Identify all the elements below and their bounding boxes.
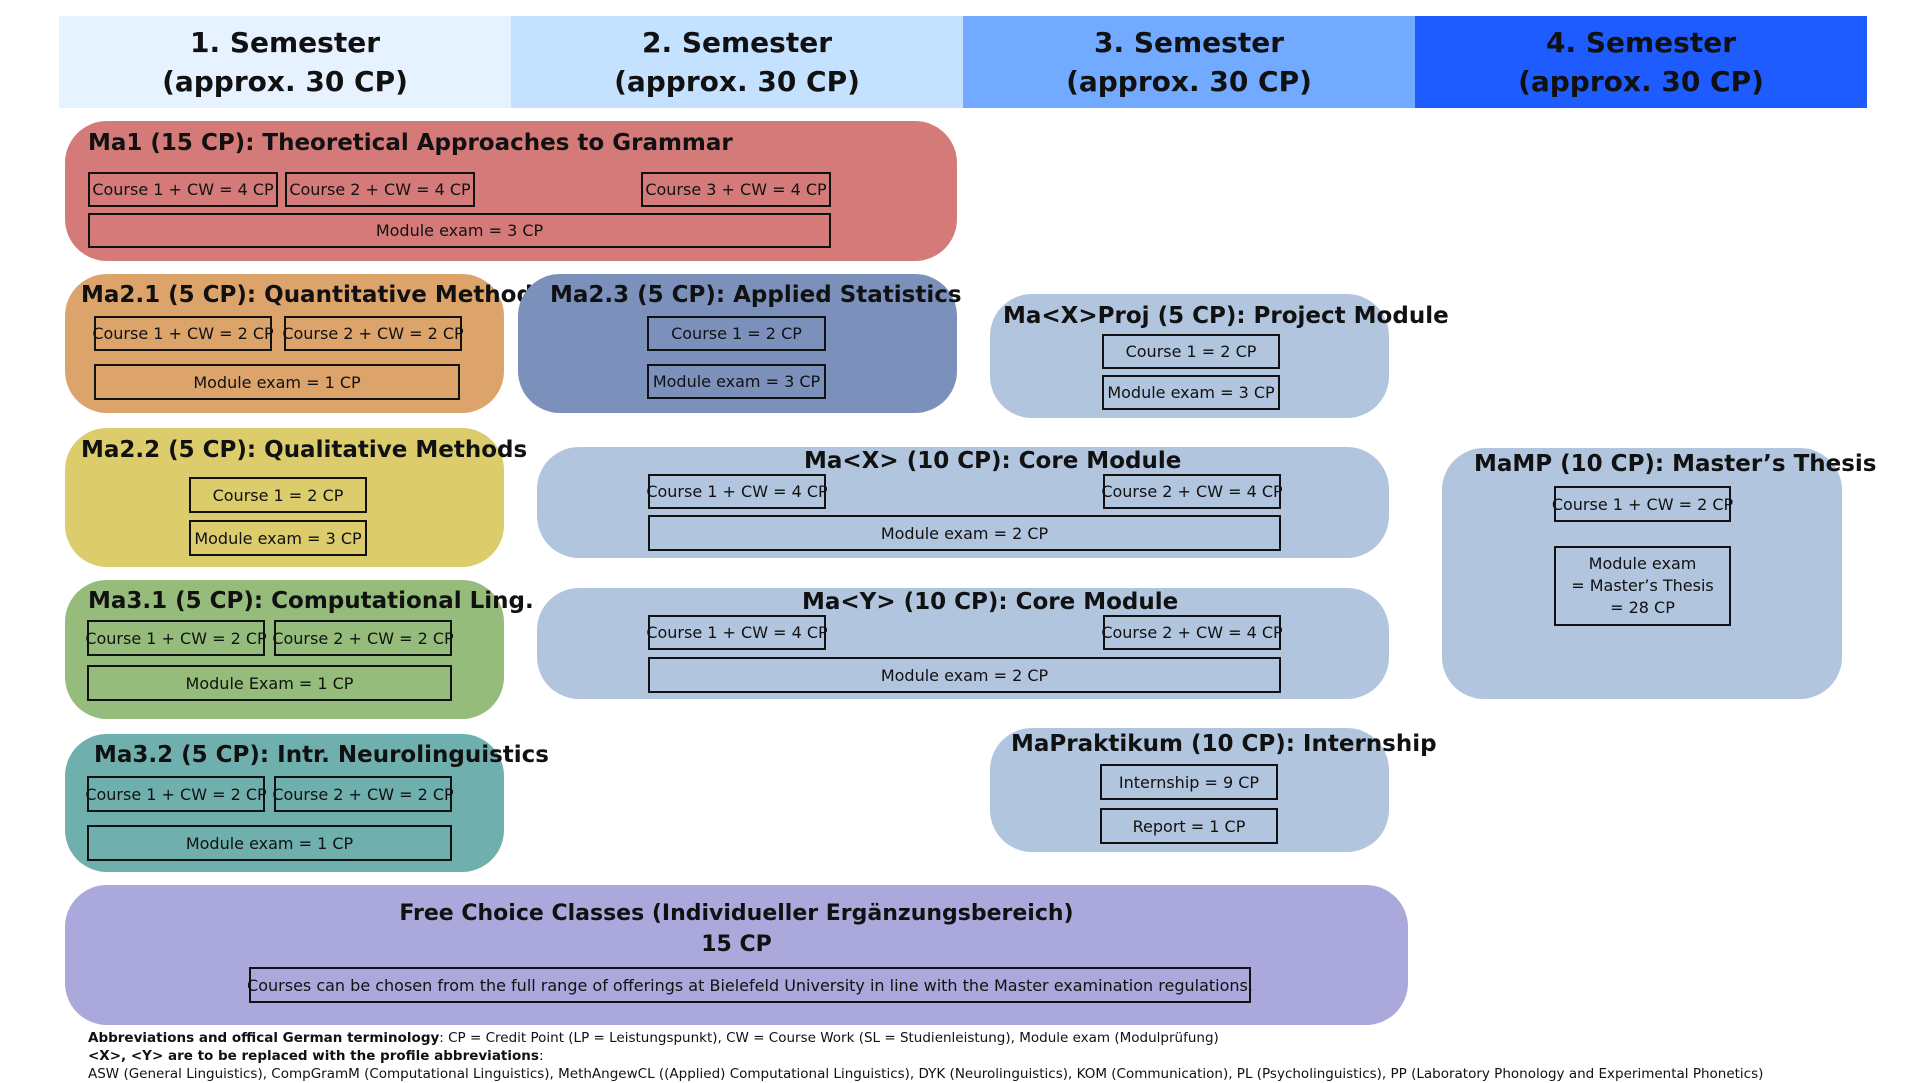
module-title: Ma3.1 (5 CP): Computational Ling.: [88, 588, 534, 614]
module-exam-box: Module exam = 3 CP: [189, 520, 367, 556]
module-ma2-2: Ma2.2 (5 CP): Qualitative Methods Course…: [65, 428, 527, 567]
course-box: Course 2 + CW = 4 CP: [1101, 474, 1283, 509]
module-exam-box: Module exam = 3 CP: [647, 364, 826, 399]
course-box: Course 1 + CW = 2 CP: [85, 620, 267, 656]
module-cp: 15 CP: [701, 932, 772, 957]
semester-title: 1. Semester: [189, 26, 381, 59]
course-box: Course 1 + CW = 2 CP: [92, 316, 274, 351]
module-title: Ma2.2 (5 CP): Qualitative Methods: [81, 437, 528, 463]
course-box: Course 1 = 2 CP: [1102, 334, 1280, 369]
module-internship: MaPraktikum (10 CP): Internship Internsh…: [990, 728, 1437, 852]
module-exam-box: Module exam = 3 CP: [1102, 375, 1280, 410]
exam-line: Module exam: [1588, 554, 1697, 573]
course-box: Course 2 + CW = 2 CP: [282, 316, 464, 351]
module-ma3-1: Ma3.1 (5 CP): Computational Ling. Course…: [65, 580, 534, 719]
course-box: Course 2 + CW = 4 CP: [285, 172, 475, 207]
module-exam-box: Module exam = 2 CP: [648, 657, 1281, 693]
footer-text: : CP = Credit Point (LP = Leistungspunkt…: [439, 1030, 1219, 1046]
semester-header-4: 4. Semester (approx. 30 CP): [1415, 16, 1867, 108]
footer-abbreviations: Abbreviations and offical German termino…: [88, 1029, 1219, 1047]
module-title: Ma2.1 (5 CP): Quantitative Methods: [81, 282, 547, 308]
module-ma3-2: Ma3.2 (5 CP): Intr. Neurolinguistics Cou…: [65, 734, 549, 872]
module-title: MaPraktikum (10 CP): Internship: [1011, 731, 1437, 757]
module-exam-box: Module Exam = 1 CP: [87, 665, 452, 701]
module-title: Ma1 (15 CP): Theoretical Approaches to G…: [88, 130, 733, 156]
exam-line: = Master’s Thesis: [1571, 576, 1714, 595]
semester-header-2: 2. Semester (approx. 30 CP): [511, 16, 963, 108]
course-box: Course 1 = 2 CP: [647, 316, 826, 351]
course-box: Course 3 + CW = 4 CP: [641, 172, 831, 207]
module-ma2-3: Ma2.3 (5 CP): Applied Statistics Course …: [518, 274, 962, 413]
module-title: Ma2.3 (5 CP): Applied Statistics: [550, 282, 962, 308]
course-box: Course 1 + CW = 4 CP: [88, 172, 278, 207]
semester-header-1: 1. Semester (approx. 30 CP): [59, 16, 511, 108]
course-box: Course 2 + CW = 2 CP: [272, 620, 454, 656]
internship-box: Internship = 9 CP: [1100, 764, 1278, 800]
course-box: Course 1 = 2 CP: [189, 477, 367, 513]
footer-label: <X>, <Y> are to be replaced with the pro…: [88, 1048, 539, 1064]
semester-cp: (approx. 30 CP): [1518, 65, 1764, 98]
footer-profile-note: <X>, <Y> are to be replaced with the pro…: [88, 1047, 544, 1065]
description-box: Courses can be chosen from the full rang…: [247, 967, 1253, 1003]
semester-header-3: 3. Semester (approx. 30 CP): [963, 16, 1415, 108]
course-box: Course 1 + CW = 4 CP: [646, 615, 828, 650]
semester-cp: (approx. 30 CP): [1066, 65, 1312, 98]
course-box: Course 2 + CW = 4 CP: [1101, 615, 1283, 650]
exam-line: = 28 CP: [1610, 598, 1675, 617]
module-title: Free Choice Classes (Individueller Ergän…: [399, 901, 1074, 926]
course-box: Course 1 + CW = 4 CP: [646, 474, 828, 509]
semester-title: 4. Semester: [1545, 26, 1737, 59]
footer-text: :: [538, 1048, 544, 1064]
module-title: Ma3.2 (5 CP): Intr. Neurolinguistics: [94, 742, 549, 768]
module-core-y: Ma<Y> (10 CP): Core Module Course 1 + CW…: [537, 588, 1389, 699]
module-exam-box: Module exam = 2 CP: [648, 515, 1281, 551]
semester-title: 3. Semester: [1093, 26, 1285, 59]
footer-profile-list: ASW (General Linguistics), CompGramM (Co…: [88, 1066, 1764, 1082]
footer-label: Abbreviations and offical German termino…: [88, 1030, 440, 1046]
module-exam-box: Module exam = 1 CP: [87, 825, 452, 861]
module-ma1: Ma1 (15 CP): Theoretical Approaches to G…: [65, 121, 957, 261]
module-project: Ma<X>Proj (5 CP): Project Module Course …: [990, 294, 1449, 418]
course-box: Course 1 + CW = 2 CP: [1552, 486, 1733, 522]
course-box: Course 2 + CW = 2 CP: [272, 776, 454, 812]
course-box: Course 1 + CW = 2 CP: [85, 776, 267, 812]
semester-title: 2. Semester: [641, 26, 833, 59]
report-box: Report = 1 CP: [1100, 808, 1278, 844]
module-title: Ma<X>Proj (5 CP): Project Module: [1003, 303, 1449, 329]
module-exam-box: Module exam = 1 CP: [94, 364, 460, 400]
module-title: MaMP (10 CP): Master’s Thesis: [1474, 451, 1877, 477]
module-title: Ma<Y> (10 CP): Core Module: [802, 589, 1179, 615]
module-free-choice: Free Choice Classes (Individueller Ergän…: [65, 885, 1408, 1025]
module-exam-box: Module exam = 3 CP: [88, 213, 831, 248]
module-masters-thesis: MaMP (10 CP): Master’s Thesis Course 1 +…: [1442, 448, 1877, 699]
module-ma2-1: Ma2.1 (5 CP): Quantitative Methods Cours…: [65, 274, 547, 413]
module-exam-box: Module exam = Master’s Thesis = 28 CP: [1554, 546, 1731, 626]
semester-cp: (approx. 30 CP): [162, 65, 408, 98]
module-core-x: Ma<X> (10 CP): Core Module Course 1 + CW…: [537, 447, 1389, 558]
semester-cp: (approx. 30 CP): [614, 65, 860, 98]
module-title: Ma<X> (10 CP): Core Module: [804, 448, 1182, 474]
